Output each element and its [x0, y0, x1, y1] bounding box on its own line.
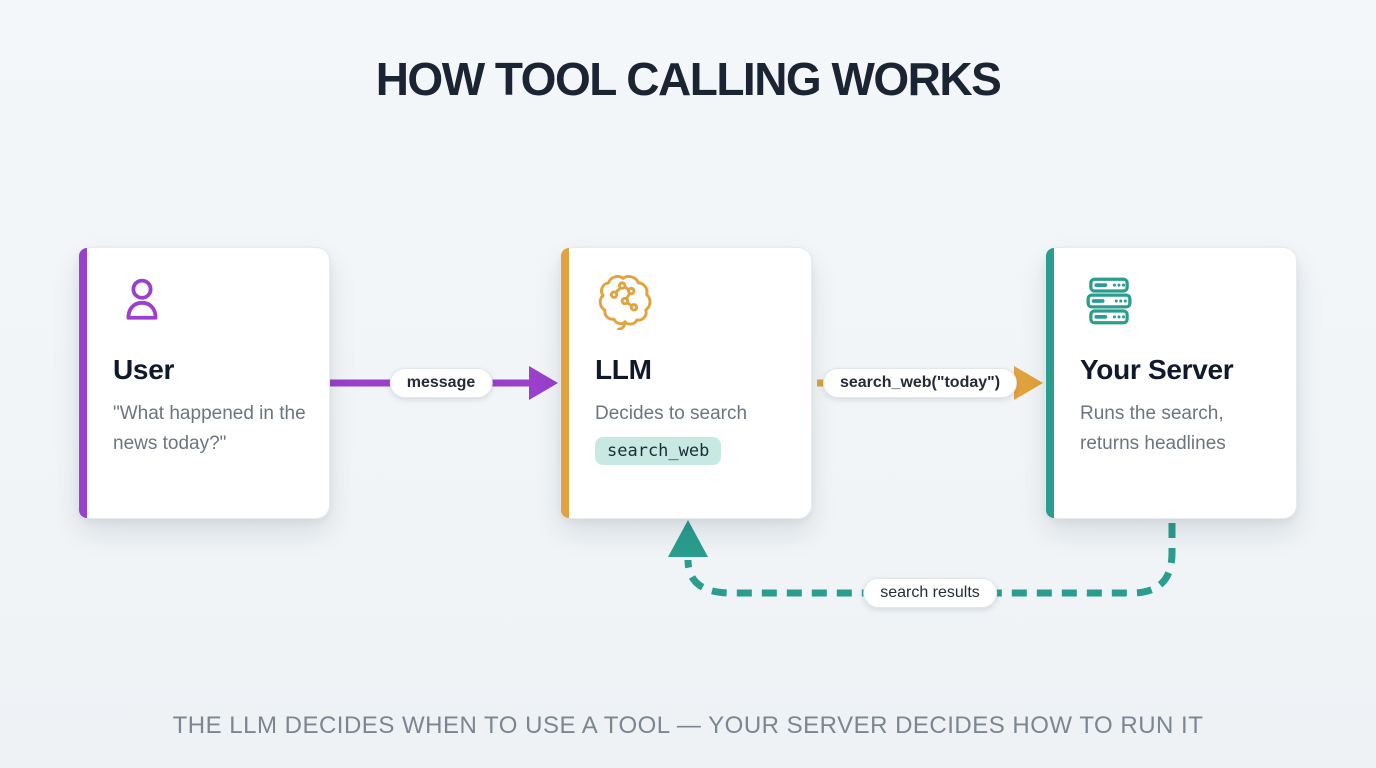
page-title: HOW TOOL CALLING WORKS: [375, 53, 1002, 105]
message-arrowhead-icon: [529, 366, 558, 400]
llm-card-subtitle: Decides to search: [595, 403, 748, 424]
user-card: User "What happened in the news today?": [78, 247, 330, 519]
server-card-accent: [1046, 248, 1054, 518]
user-icon: [126, 278, 158, 320]
tool-call-arrowhead-icon: [1014, 366, 1043, 400]
llm-card-title: LLM: [595, 354, 652, 385]
search-results-arrow: [668, 520, 1176, 597]
llm-card-accent: [561, 248, 569, 518]
user-card-quote: "What happened in the news today?": [113, 403, 306, 455]
server-card-title: Your Server: [1080, 354, 1234, 385]
footer-caption: THE LLM DECIDES WHEN TO USE A TOOL — YOU…: [172, 712, 1204, 739]
user-card-accent: [79, 248, 87, 518]
search-results-arrowhead-icon: [668, 520, 708, 557]
server-card: Your Server Runs the search, returns hea…: [1045, 247, 1297, 519]
server-icon: [1086, 277, 1132, 325]
tool-call-label-pill: search_web("today"): [822, 368, 1018, 398]
tool-name-chip: search_web: [595, 437, 722, 466]
brain-circuit-icon: [598, 275, 652, 330]
message-label-pill: message: [389, 368, 493, 398]
search-results-label-pill: search results: [863, 578, 997, 608]
server-card-subtitle: Runs the search, returns headlines: [1080, 403, 1226, 455]
llm-card: LLM Decides to search search_web: [560, 247, 812, 519]
user-card-title: User: [113, 354, 175, 385]
